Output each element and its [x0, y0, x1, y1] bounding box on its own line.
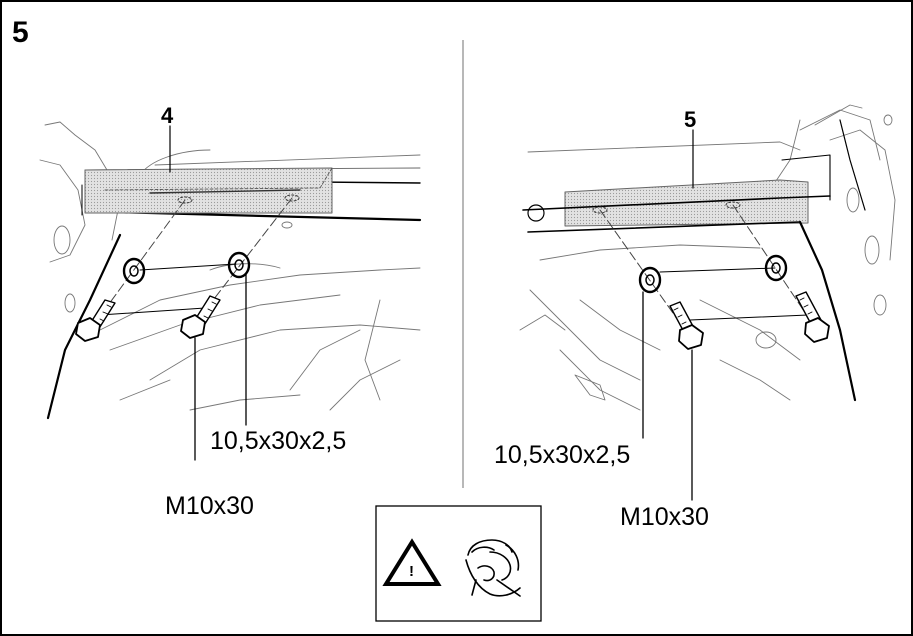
notice-box: ! [375, 505, 542, 622]
left-reinforcement-bar [84, 167, 333, 214]
left-part-number: 4 [161, 103, 174, 128]
left-bolt-1 [75, 299, 116, 342]
warning-triangle-icon: ! [382, 538, 442, 586]
right-bolt-2 [795, 291, 830, 343]
left-panel [39, 121, 422, 461]
hand-tighten-icon [465, 539, 521, 597]
right-assembly-axes [599, 204, 811, 331]
right-washer-2 [764, 254, 788, 282]
right-washer-label: 10,5x30x2,5 [494, 441, 630, 469]
left-washer-1 [122, 257, 146, 285]
right-bolt-1 [669, 301, 704, 350]
left-bolt-label: M10x30 [165, 492, 254, 520]
left-washer-2 [227, 251, 251, 279]
svg-text:!: ! [409, 563, 414, 580]
left-washer-label: 10,5x30x2,5 [210, 427, 346, 455]
right-part-number: 5 [684, 107, 696, 132]
right-panel [519, 104, 896, 501]
left-bolt-2 [180, 295, 221, 339]
right-body-sketch [519, 104, 896, 411]
right-bolt-label: M10x30 [620, 503, 709, 531]
step-number: 5 [12, 16, 29, 49]
left-body-sketch [39, 121, 421, 411]
right-washer-1 [638, 266, 662, 294]
